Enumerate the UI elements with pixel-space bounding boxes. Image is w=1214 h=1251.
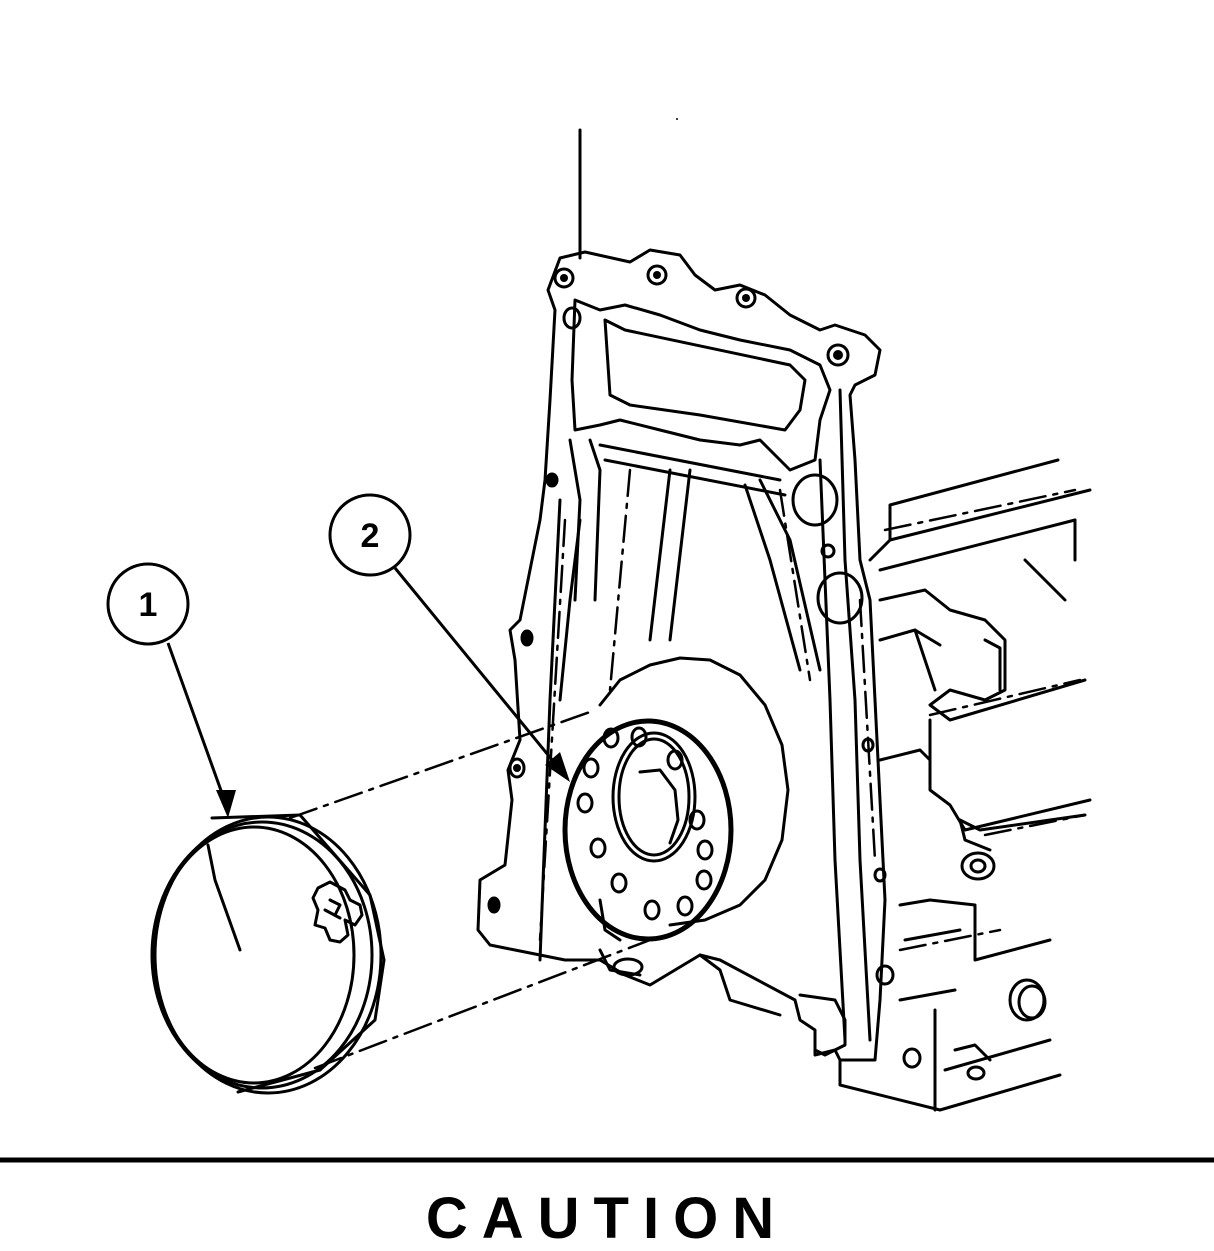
callout-2-number: 2 bbox=[361, 517, 380, 555]
speck bbox=[676, 118, 678, 120]
callout-2: 2 bbox=[330, 495, 570, 782]
engine-block bbox=[840, 460, 1090, 1110]
assembly-centerline bbox=[290, 712, 650, 1068]
flange-bolt-holes bbox=[578, 728, 712, 919]
crankshaft-flange bbox=[564, 658, 788, 940]
exploded-view-illustration: 1 2 bbox=[0, 118, 1214, 1216]
callout-1-number: 1 bbox=[139, 586, 158, 624]
plate-centerlines bbox=[540, 470, 1085, 950]
ring bbox=[152, 815, 384, 1093]
caution-heading: CAUTION bbox=[425, 1186, 789, 1251]
callout-1: 1 bbox=[108, 564, 236, 818]
